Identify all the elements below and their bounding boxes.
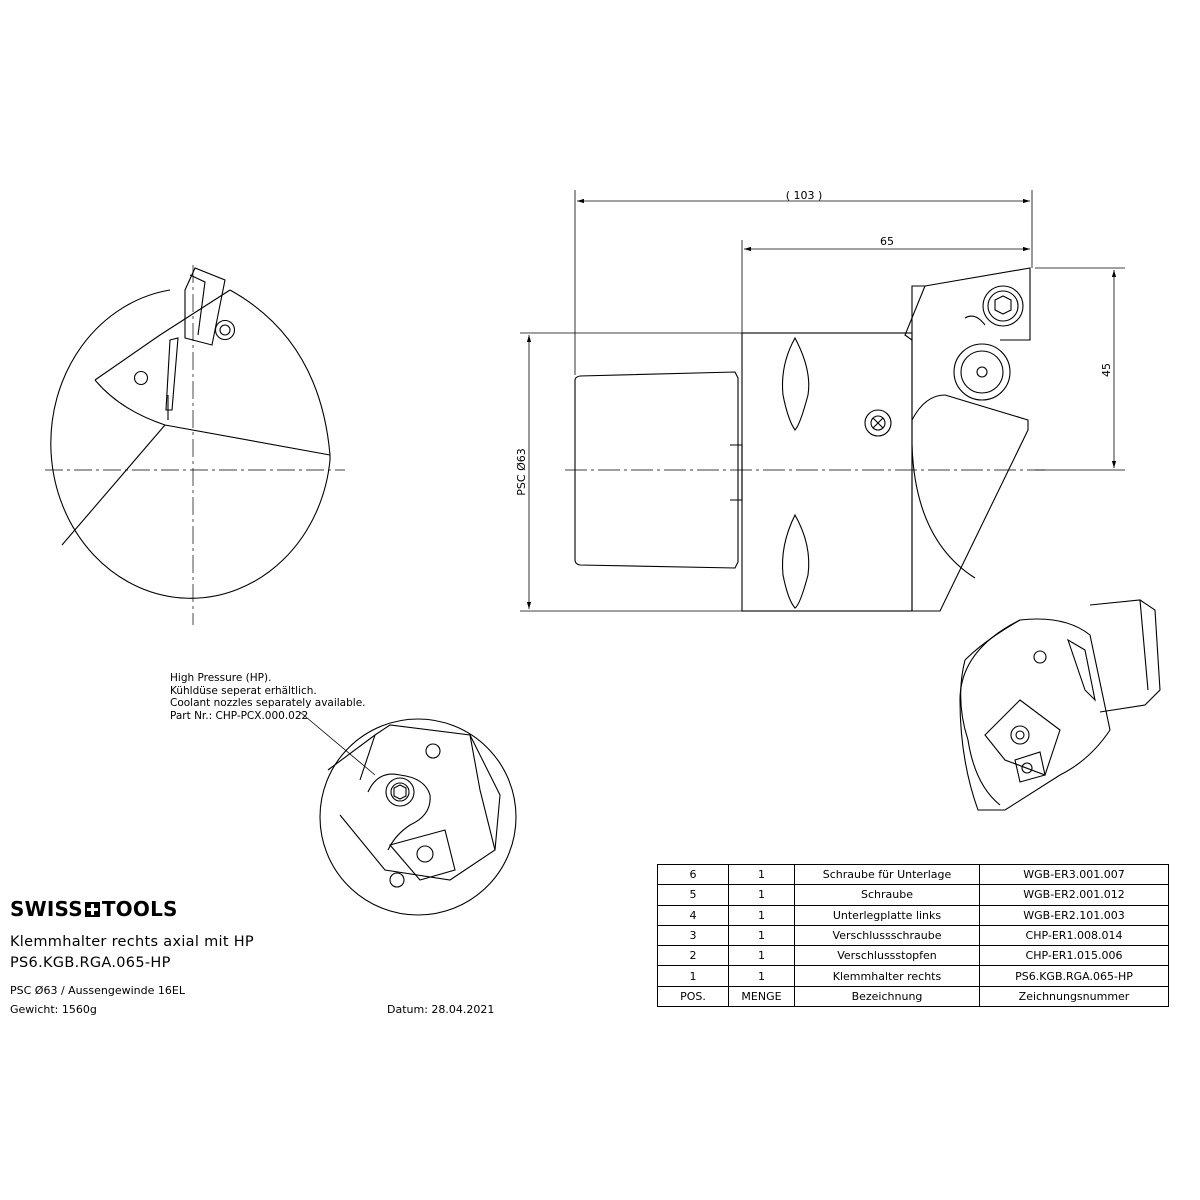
cell-drawing-number: PS6.KGB.RGA.065-HP bbox=[979, 965, 1169, 987]
cell-description: Verschlussstopfen bbox=[794, 945, 980, 967]
weight-text: Gewicht: 1560g bbox=[10, 1003, 97, 1016]
cell-description: Schraube bbox=[794, 884, 980, 906]
cell-description: Unterlegplatte links bbox=[794, 904, 980, 926]
side-view bbox=[565, 267, 1045, 612]
dim-height: 45 bbox=[1100, 363, 1113, 377]
note-line: Coolant nozzles separately available. bbox=[170, 697, 366, 709]
iso-view bbox=[959, 599, 1161, 811]
title-part-number: PS6.KGB.RGA.065-HP bbox=[10, 955, 171, 971]
cell-drawing-number: WGB-ER2.101.003 bbox=[979, 904, 1169, 926]
cell-description: Klemmhalter rechts bbox=[794, 965, 980, 987]
cell-qty: 1 bbox=[728, 863, 795, 886]
cell-pos: 6 bbox=[657, 863, 729, 886]
note-line: Part Nr.: CHP-PCX.000.022 bbox=[170, 709, 309, 722]
table-row: 4 1 Unterlegplatte links WGB-ER2.101.003 bbox=[657, 904, 1169, 926]
table-row: 6 1 Schraube für Unterlage WGB-ER3.001.0… bbox=[657, 863, 1169, 886]
dimension-lines bbox=[520, 190, 1125, 612]
header-pos: POS. bbox=[657, 985, 729, 1008]
parts-table: 6 1 Schraube für Unterlage WGB-ER3.001.0… bbox=[657, 863, 1169, 1008]
table-header-row: POS. MENGE Bezeichnung Zeichnungsnummer bbox=[657, 985, 1169, 1008]
cell-pos: 4 bbox=[657, 904, 729, 926]
cell-qty: 1 bbox=[728, 965, 795, 987]
note-line: Kühldüse seperat erhältlich. bbox=[170, 684, 317, 697]
cell-drawing-number: WGB-ER3.001.007 bbox=[979, 863, 1169, 886]
table-row: 1 1 Klemmhalter rechts PS6.KGB.RGA.065-H… bbox=[657, 965, 1169, 987]
cell-description: Verschlussschraube bbox=[794, 924, 980, 947]
end-view bbox=[45, 265, 345, 625]
brand-left: SWISS bbox=[10, 897, 83, 921]
table-row: 5 1 Schraube WGB-ER2.001.012 bbox=[657, 884, 1169, 906]
cell-pos: 5 bbox=[657, 884, 729, 906]
cell-drawing-number: CHP-ER1.015.006 bbox=[979, 945, 1169, 967]
note-line: High Pressure (HP). bbox=[170, 672, 272, 684]
detail-view bbox=[299, 711, 517, 916]
header-description: Bezeichnung bbox=[794, 985, 980, 1008]
cell-pos: 3 bbox=[657, 924, 729, 947]
title-description: Klemmhalter rechts axial mit HP bbox=[10, 934, 254, 950]
dim-overall-length: ( 103 ) bbox=[786, 189, 823, 202]
spec-text: PSC Ø63 / Aussengewinde 16EL bbox=[10, 984, 185, 997]
table-row: 2 1 Verschlussstopfen CHP-ER1.015.006 bbox=[657, 945, 1169, 967]
table-row: 3 1 Verschlussschraube CHP-ER1.008.014 bbox=[657, 924, 1169, 947]
dim-head-length: 65 bbox=[880, 235, 894, 248]
brand-right: TOOLS bbox=[101, 897, 178, 921]
cell-qty: 1 bbox=[728, 904, 795, 926]
cell-drawing-number: CHP-ER1.008.014 bbox=[979, 924, 1169, 947]
cell-qty: 1 bbox=[728, 924, 795, 947]
cell-pos: 1 bbox=[657, 965, 729, 987]
cell-qty: 1 bbox=[728, 945, 795, 967]
header-drawing-number: Zeichnungsnummer bbox=[979, 985, 1169, 1008]
dim-diameter: PSC Ø63 bbox=[515, 448, 528, 495]
header-qty: MENGE bbox=[728, 985, 795, 1008]
cell-drawing-number: WGB-ER2.001.012 bbox=[979, 884, 1169, 906]
brand-logo: SWISS TOOLS bbox=[10, 897, 178, 921]
hp-note: High Pressure (HP). Kühldüse seperat erh… bbox=[170, 672, 366, 722]
cell-pos: 2 bbox=[657, 945, 729, 967]
cell-qty: 1 bbox=[728, 884, 795, 906]
date-text: Datum: 28.04.2021 bbox=[387, 1003, 495, 1016]
cell-description: Schraube für Unterlage bbox=[794, 863, 980, 886]
swiss-cross-icon bbox=[84, 901, 100, 917]
